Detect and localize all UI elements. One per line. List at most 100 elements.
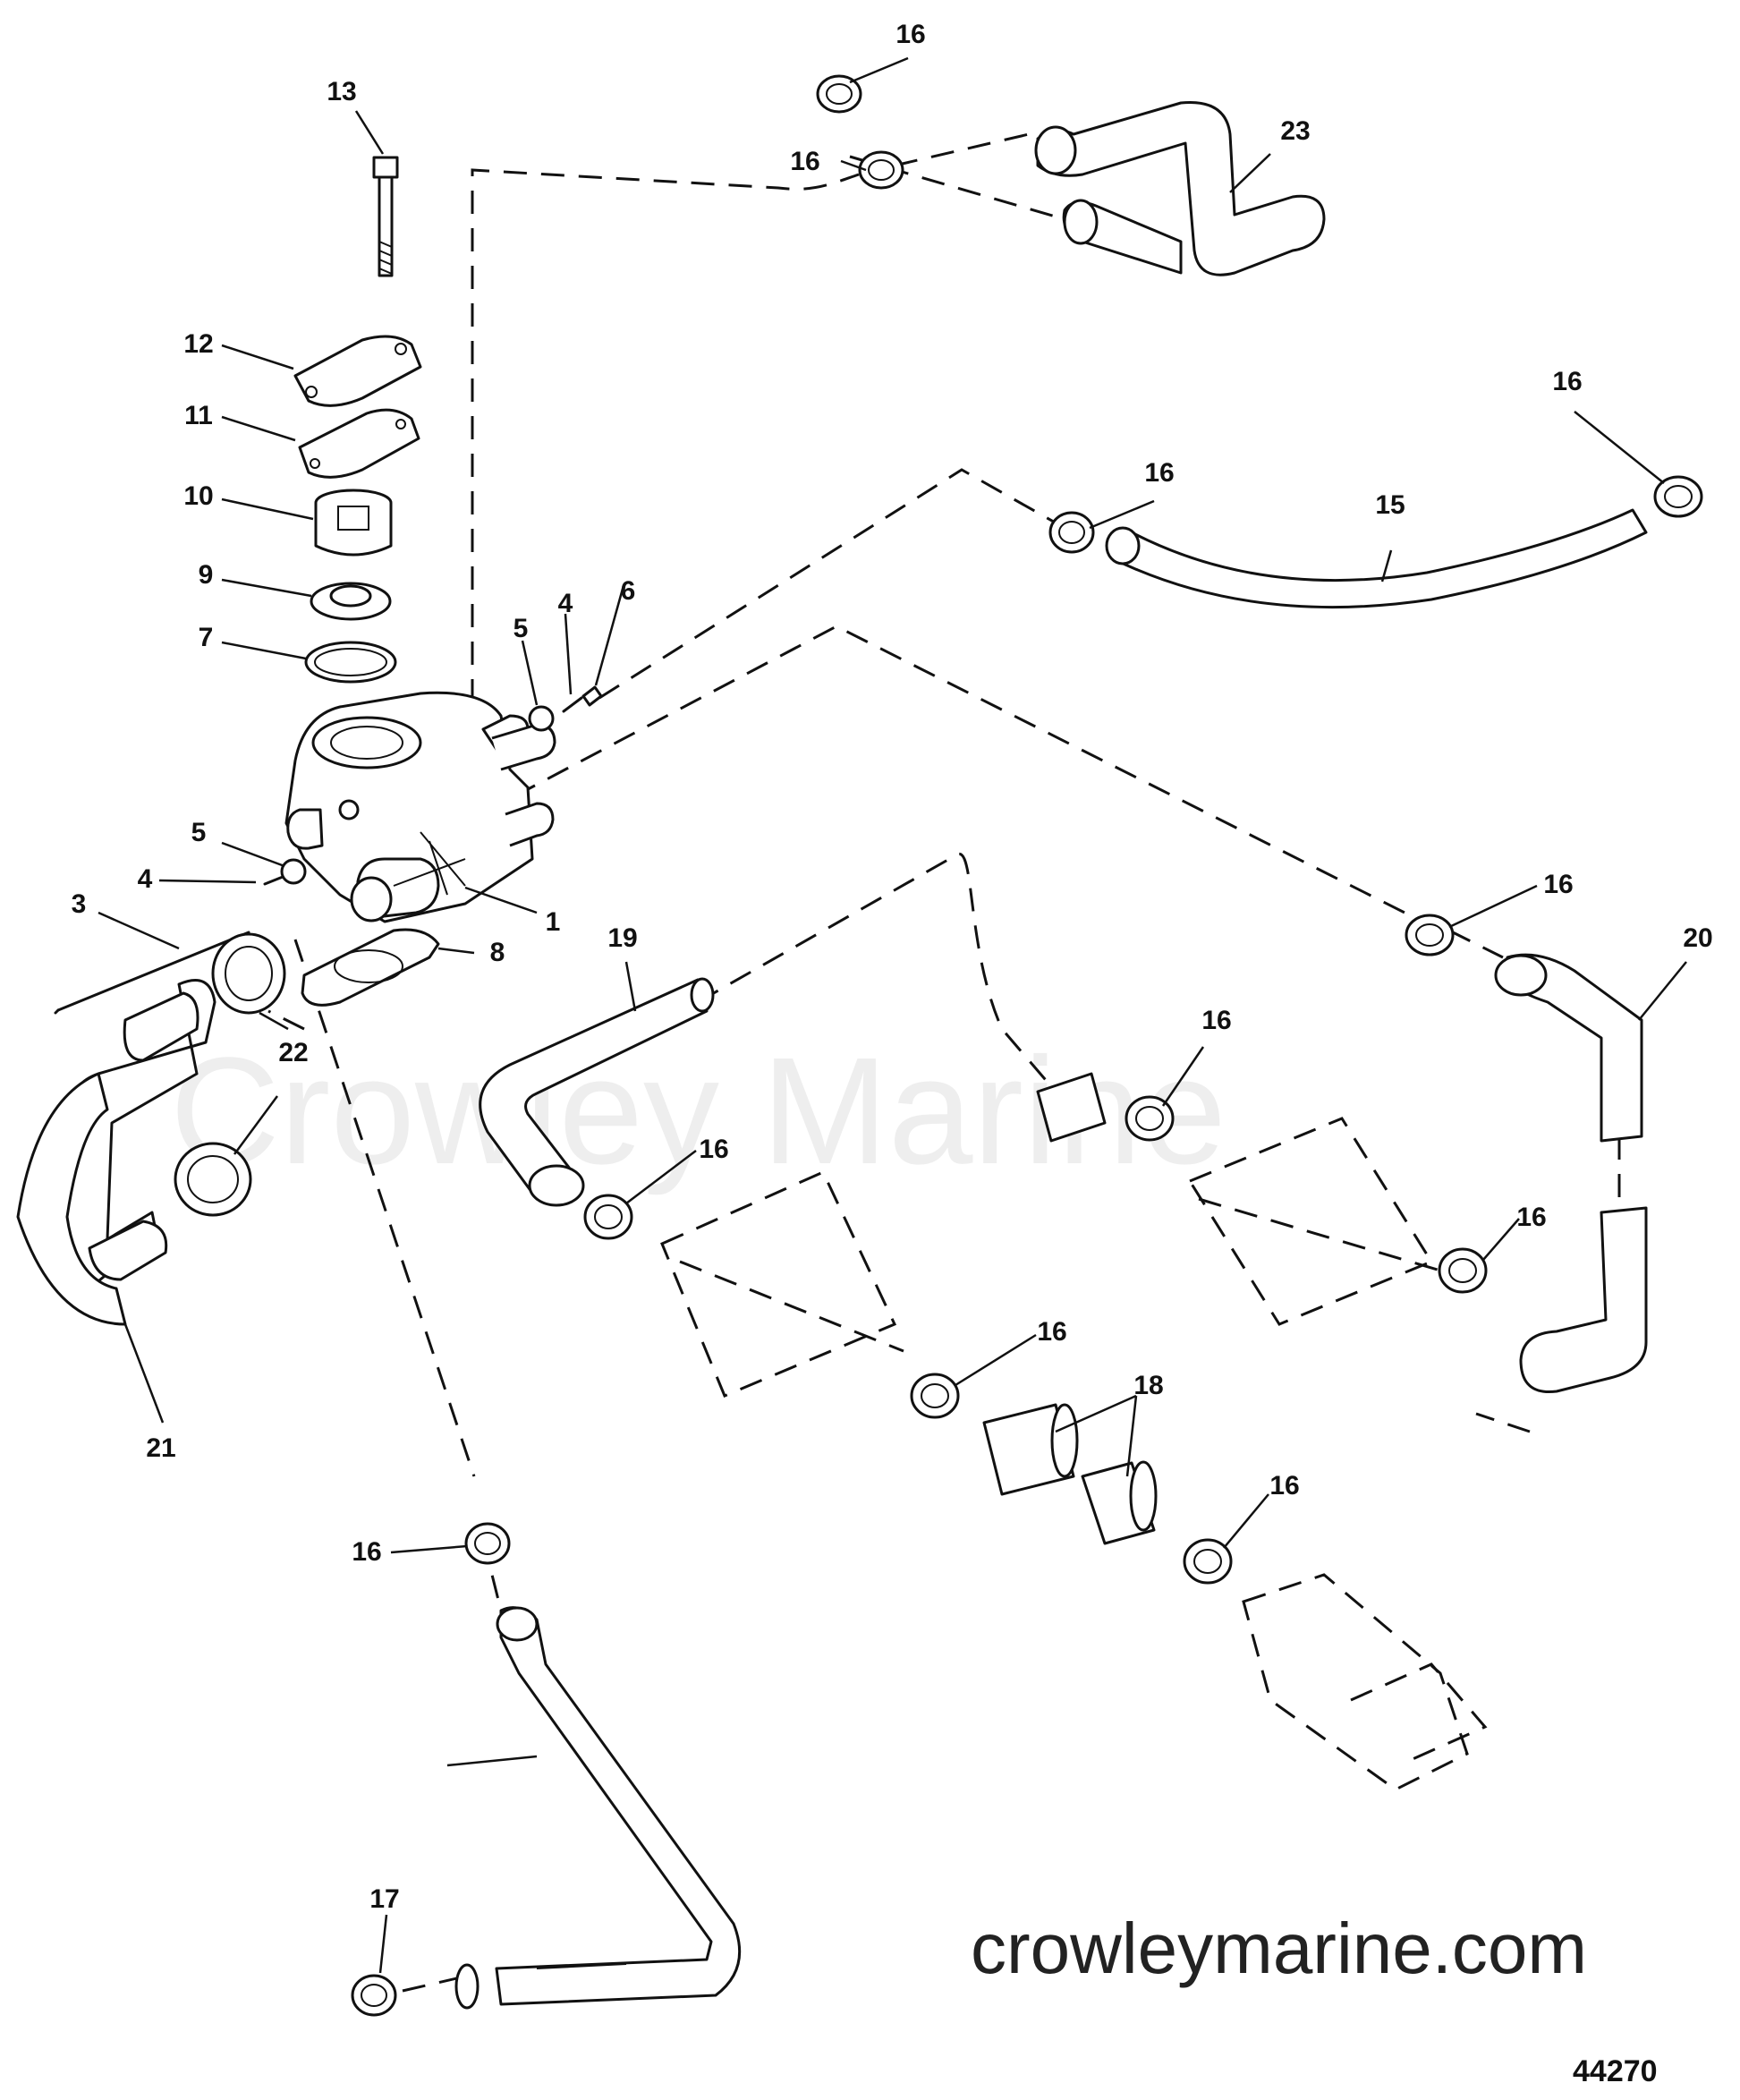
hose-22-end-lower [1063,199,1099,245]
callout-16-h: 16 [1516,1203,1546,1232]
hose-18-end-upper [690,977,715,1013]
exchanger-lower-outline [660,1170,897,1398]
housing-window [337,506,369,531]
housing-top-opening [311,716,422,769]
left-boss [286,808,324,850]
hose-20-upper-end [123,991,199,1062]
callout-12: 12 [183,329,213,359]
callout-11: 11 [184,401,213,430]
clamp-16-f [1125,1095,1175,1142]
callout-1: 1 [546,907,561,937]
hose-18-end-lower [528,1164,585,1207]
clamp-16-b [858,150,904,190]
route-to-hose-23 [293,939,476,1477]
pump-outline [1242,1573,1469,1791]
exchanger-upper-axis [1198,1197,1441,1272]
callout-5-lower: 5 [191,818,207,847]
cover-hole-right [395,343,407,355]
callout-16-b: 16 [790,147,819,176]
exchanger-lower-axis [679,1260,904,1353]
thermostat-housing-10 [314,489,393,557]
clamp-16-j [1183,1538,1233,1585]
hose-22-body [1036,100,1326,276]
gasket-8 [301,928,440,1007]
water-pump [1242,1573,1488,1791]
rod-3 [54,931,250,1015]
hose-23-end-upper [496,1606,539,1642]
thermostat-dome [329,584,372,608]
route-hose-20 [267,1009,305,1031]
callout-5-upper: 5 [514,614,529,643]
hose-15-body [1112,508,1648,609]
hose-18-body [479,978,709,1201]
callout-4-lower: 4 [138,864,153,894]
site-url: crowleymarine.com [971,1909,1587,1988]
clamp-16-i [910,1373,960,1419]
gasket-plate [301,928,440,1007]
callout-20: 21 [146,1433,175,1463]
o-ring-7 [304,641,397,684]
gasket-plate [298,408,420,479]
hose-23-body [495,1606,742,2006]
callout-10: 10 [183,481,213,511]
housing-top-bore [330,726,403,760]
clamp-21-upper [211,932,286,1015]
leader-lines [98,56,1687,1974]
rod-end [54,1008,60,1015]
clamp-16-d [1653,475,1703,518]
thermostat-9 [310,582,392,621]
hose-clamps-21 [174,932,286,1217]
callout-9: 9 [199,560,214,590]
couplers-17 [982,1072,1158,1545]
callout-19: 20 [1683,923,1712,953]
bottom-outlet-bore [350,876,393,922]
hose-23-end-lower [454,1963,480,2010]
route-hose-19-clamp [1448,929,1504,959]
check-ball-5-lower [280,858,307,885]
hose-15-end-left [1105,526,1141,565]
clamp-16-g [583,1194,633,1240]
hose-22-end-upper [1034,125,1077,175]
callout-22: 23 [1280,116,1310,146]
coupler-17-b-end [1129,1460,1158,1532]
thermostat-cover-12 [293,335,422,407]
coupler-17-a [982,1403,1075,1496]
clamp-16-e [1405,914,1455,956]
drain-plug [338,799,360,820]
route-to-hose-15 [598,468,1065,700]
rod-shaft [56,931,250,1012]
water-distribution-housing-1 [284,691,556,923]
callout-16-d: 16 [1552,367,1582,396]
clamp-16-c [1048,511,1095,554]
callout-16-i: 16 [1037,1317,1066,1347]
hose-20-bend [16,1072,127,1326]
callout-6: 6 [621,576,636,606]
callout-16-j: 16 [1269,1471,1299,1501]
gasket-11 [298,408,420,479]
bolt-head [372,156,399,179]
plug-6 [581,685,603,707]
route-hose-23-lower [402,1976,462,1993]
hose-18 [479,977,715,1207]
dashed-hose-routing [267,132,1705,1993]
hose-23-highlight [536,1963,627,1969]
callout-8: 8 [490,938,505,967]
gasket-hole-left [310,458,320,469]
gasket-hole-right [395,419,406,429]
clamp-16-a [816,74,862,114]
hose-clamps-16 [351,74,1703,2017]
hose-22 [1034,100,1326,276]
callout-7: 7 [199,623,214,652]
route-to-hose-19 [514,625,1423,923]
callout-16-l: 17 [369,1884,399,1914]
callout-21: 22 [278,1038,308,1067]
o-ring-inner [314,648,387,676]
clamp-16-k [464,1522,511,1565]
callout-16-f: 16 [1201,1006,1231,1035]
hose-23 [454,1606,742,2010]
gasket-bore [334,949,403,983]
cover-hole-left [305,386,318,398]
clamp-21-lower [174,1142,252,1217]
clamp-16-h [1438,1247,1488,1294]
